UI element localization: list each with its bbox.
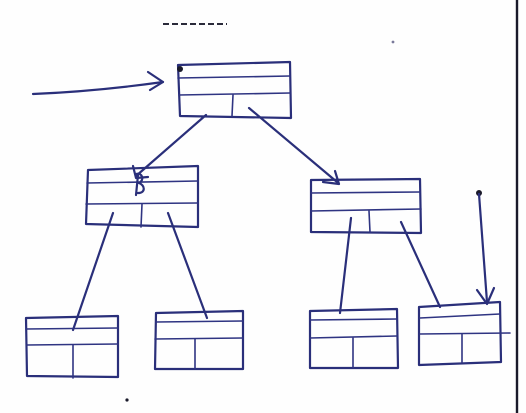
left-child-scribble [134, 172, 145, 197]
right-child-edges [338, 216, 442, 315]
root-pointer-dot [177, 66, 183, 72]
vertical-pointer-arrow [475, 190, 496, 306]
stray-mark [391, 40, 395, 44]
left-child-node [84, 164, 200, 229]
root-node [176, 60, 293, 120]
left-child-edges [71, 211, 209, 332]
leaf-node-2 [153, 309, 245, 371]
leaf-node-1 [24, 314, 120, 379]
entry-pointer-arrow [31, 70, 165, 96]
leaf-node-4 [417, 300, 511, 367]
root-to-left-arrow [131, 113, 208, 180]
leaf-node-3 [308, 307, 400, 370]
root-to-right-arrow [247, 106, 341, 186]
stray-dot [125, 398, 129, 402]
right-child-node [309, 177, 423, 235]
